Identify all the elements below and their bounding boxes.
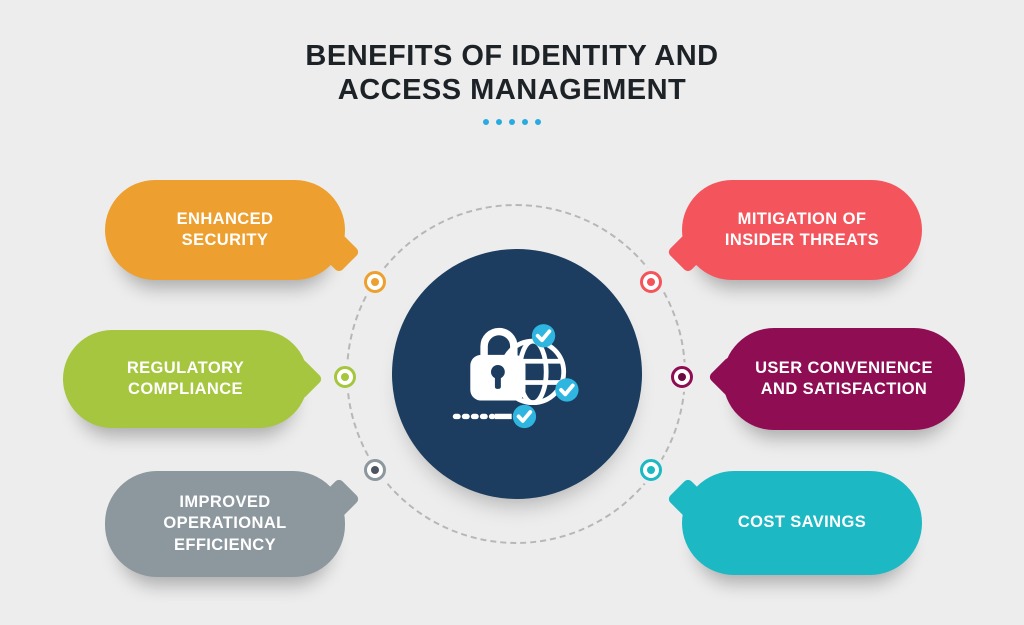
title-dot	[535, 119, 541, 125]
bubble-label: USER CONVENIENCE AND SATISFACTION	[755, 358, 933, 398]
connector-dot-cost-savings	[640, 459, 662, 481]
check-badges	[512, 324, 579, 429]
connector-dot-enhanced-security	[364, 271, 386, 293]
title-dot	[496, 119, 502, 125]
connector-dot-user-convenience-and-satisfaction	[671, 366, 693, 388]
connector-dot-inner	[371, 466, 379, 474]
connector-dot-inner	[678, 373, 686, 381]
connector-dot-mitigation-of-insider-threats	[640, 271, 662, 293]
bubble-tail	[707, 355, 751, 399]
bubble-label: COST SAVINGS	[737, 513, 867, 532]
bubble-label: ENHANCED SECURITY	[176, 209, 274, 249]
title-dot	[509, 119, 515, 125]
title-dots	[0, 119, 1024, 125]
benefit-bubble-regulatory-compliance: REGULATORY COMPLIANCE	[63, 330, 324, 428]
benefit-bubble-cost-savings: COST SAVINGS	[666, 471, 922, 575]
bubble-tail	[666, 477, 710, 521]
connector-dot-improved-operational-efficiency	[364, 459, 386, 481]
bubble-label: REGULATORY COMPLIANCE	[126, 358, 245, 398]
bubble-tail	[317, 477, 361, 521]
benefit-bubble-enhanced-security: ENHANCED SECURITY	[105, 180, 361, 280]
connector-dot-inner	[371, 278, 379, 286]
connector-dot-inner	[647, 278, 655, 286]
center-circle	[392, 249, 642, 499]
bubble-tail	[280, 357, 324, 401]
bubble-label: IMPROVED OPERATIONAL EFFICIENCY	[163, 492, 287, 554]
connector-dot-regulatory-compliance	[334, 366, 356, 388]
identity-lock-globe-icon	[452, 324, 579, 429]
connector-dot-inner	[647, 466, 655, 474]
benefit-bubble-user-convenience-and-satisfaction: USER CONVENIENCE AND SATISFACTION	[707, 328, 965, 430]
benefit-bubble-improved-operational-efficiency: IMPROVED OPERATIONAL EFFICIENCY	[105, 471, 361, 577]
page-title: BENEFITS OF IDENTITY AND ACCESS MANAGEME…	[305, 40, 719, 106]
benefit-bubble-mitigation-of-insider-threats: MITIGATION OF INSIDER THREATS	[666, 180, 922, 280]
bubble-label: MITIGATION OF INSIDER THREATS	[724, 209, 880, 249]
title-dot	[522, 119, 528, 125]
bubble-tail	[317, 230, 361, 274]
connector-dot-inner	[341, 373, 349, 381]
title-dot	[483, 119, 489, 125]
bubble-tail	[666, 230, 710, 274]
